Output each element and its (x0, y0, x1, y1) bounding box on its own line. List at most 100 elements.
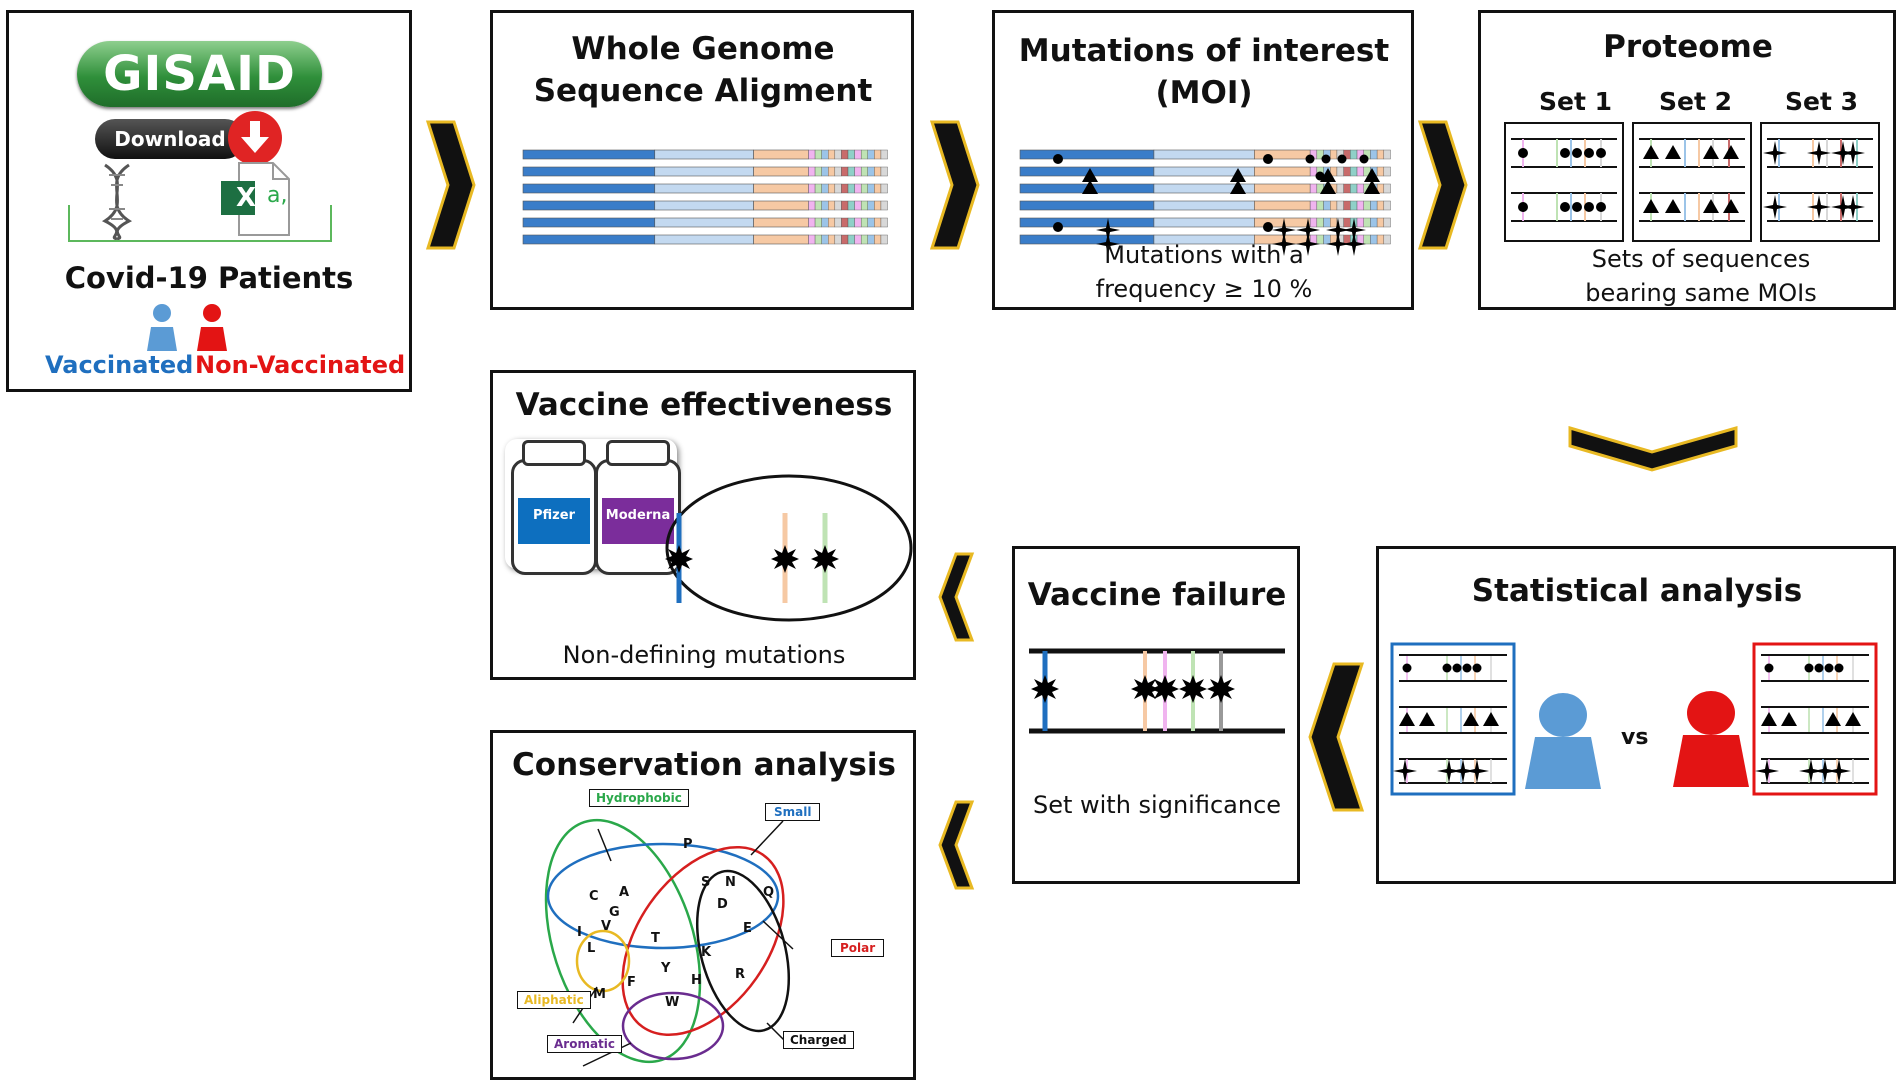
track-seg-accessory (880, 149, 888, 160)
panel-covid-patients: GISAID Download X a, Covid-19 Patients V… (6, 10, 412, 392)
amino-acid-letter: T (651, 931, 660, 946)
flow-chevron-left-large (1308, 662, 1365, 812)
track-seg-accessory (834, 166, 842, 177)
mutation-dot (1572, 148, 1582, 158)
track-seg-accessory (1356, 200, 1364, 211)
flow-chevron-left-lower (938, 800, 975, 890)
track-seg-accessory (1350, 183, 1358, 194)
track-seg-accessory (841, 149, 849, 160)
pfizer-label: Pfizer (518, 498, 590, 544)
person-red-icon (197, 304, 227, 351)
track-seg-accessory (814, 200, 822, 211)
track-seg-accessory (841, 166, 849, 177)
mutation-dot (1462, 663, 1472, 673)
track-seg-spike (753, 166, 809, 177)
mutation-dot (1518, 202, 1528, 212)
mutation-dot (1442, 663, 1452, 673)
track-seg-accessory (828, 200, 836, 211)
track-seg-orf1a (1019, 200, 1155, 211)
track-seg-spike (1254, 166, 1311, 177)
panel-moi: Mutations of interest (MOI) Mutations wi… (992, 10, 1414, 310)
track-seg-accessory (841, 183, 849, 194)
track-seg-orf1a (522, 149, 656, 160)
set-2-label: Set 2 (1659, 87, 1733, 116)
track-seg-accessory (1356, 217, 1364, 228)
moi-caption-line2: frequency ≥ 10 % (1095, 274, 1313, 303)
effectiveness-caption: Non-defining mutations (562, 641, 846, 669)
track-seg-accessory (1323, 217, 1331, 228)
flow-chevron-right-2 (929, 120, 980, 250)
track-seg-accessory (867, 149, 875, 160)
track-seg-accessory (1383, 234, 1391, 245)
track-seg-accessory (854, 217, 862, 228)
proteome-caption-line2: bearing same MOIs (1585, 278, 1817, 307)
stats-title: Statistical analysis (1471, 573, 1803, 609)
track-seg-accessory (1383, 149, 1391, 160)
track-seg-accessory (821, 217, 829, 228)
vs-label: vs (1621, 725, 1649, 750)
mutation-dot (1764, 663, 1774, 673)
track-seg-orf1b (654, 217, 754, 228)
aliphatic-label: Aliphatic (517, 991, 591, 1009)
track-seg-spike (753, 200, 809, 211)
mutation-dot (1572, 202, 1582, 212)
track-seg-orf1b (654, 166, 754, 177)
track-seg-accessory (1363, 200, 1371, 211)
track-seg-accessory (867, 234, 875, 245)
track-seg-accessory (821, 166, 829, 177)
patients-title: Covid-19 Patients (64, 261, 354, 295)
track-seg-accessory (860, 183, 868, 194)
track-seg-accessory (808, 217, 816, 228)
flow-chevron-right-3 (1417, 120, 1468, 250)
track-seg-accessory (1316, 217, 1324, 228)
failure-title: Vaccine failure (1027, 577, 1287, 613)
download-button: Download (95, 119, 245, 159)
track-seg-orf1b (1153, 149, 1255, 160)
track-seg-accessory (814, 166, 822, 177)
amino-acid-letter: R (735, 967, 746, 982)
track-seg-accessory (1343, 166, 1351, 177)
track-seg-accessory (834, 234, 842, 245)
flow-chevron-left-upper (938, 552, 975, 642)
track-seg-accessory (874, 200, 882, 211)
mutation-dot (1584, 202, 1594, 212)
aromatic-label: Aromatic (547, 1035, 623, 1053)
track-seg-accessory (867, 166, 875, 177)
moi-caption: Mutations with a frequency ≥ 10 % (995, 239, 1413, 306)
track-seg-spike (753, 234, 809, 245)
track-seg-accessory (1316, 200, 1324, 211)
track-seg-accessory (1330, 200, 1338, 211)
track-seg-accessory (1376, 166, 1385, 177)
track-seg-accessory (828, 149, 836, 160)
amino-acid-letter: M (593, 987, 606, 1002)
track-seg-orf1b (1153, 200, 1255, 211)
track-seg-accessory (867, 183, 875, 194)
track-seg-orf1a (522, 217, 656, 228)
track-seg-spike (1254, 200, 1311, 211)
track-seg-accessory (847, 149, 855, 160)
track-seg-accessory (841, 200, 849, 211)
track-seg-accessory (880, 217, 888, 228)
track-seg-accessory (1309, 183, 1318, 194)
track-seg-spike (753, 183, 809, 194)
track-seg-accessory (847, 200, 855, 211)
track-seg-accessory (1383, 166, 1391, 177)
track-seg-accessory (821, 200, 829, 211)
moi-caption-line1: Mutations with a (1104, 241, 1304, 269)
jar-lid (606, 440, 670, 466)
mutation-dot (1596, 202, 1606, 212)
excel-letter: X (235, 183, 257, 213)
mutation-dot (1321, 154, 1331, 164)
track-seg-accessory (867, 217, 875, 228)
amino-acid-letter: S (701, 875, 711, 890)
panel-proteome: Proteome Set 1 Set 2 Set 3 Sets of seque… (1478, 10, 1896, 310)
track-seg-accessory (834, 183, 842, 194)
venn-diagram (544, 818, 794, 1067)
track-seg-accessory (854, 183, 862, 194)
proteome-title: Proteome (1603, 29, 1773, 65)
track-seg-accessory (1376, 217, 1385, 228)
track-seg-accessory (860, 149, 868, 160)
track-seg-accessory (814, 149, 822, 160)
track-seg-accessory (828, 183, 836, 194)
